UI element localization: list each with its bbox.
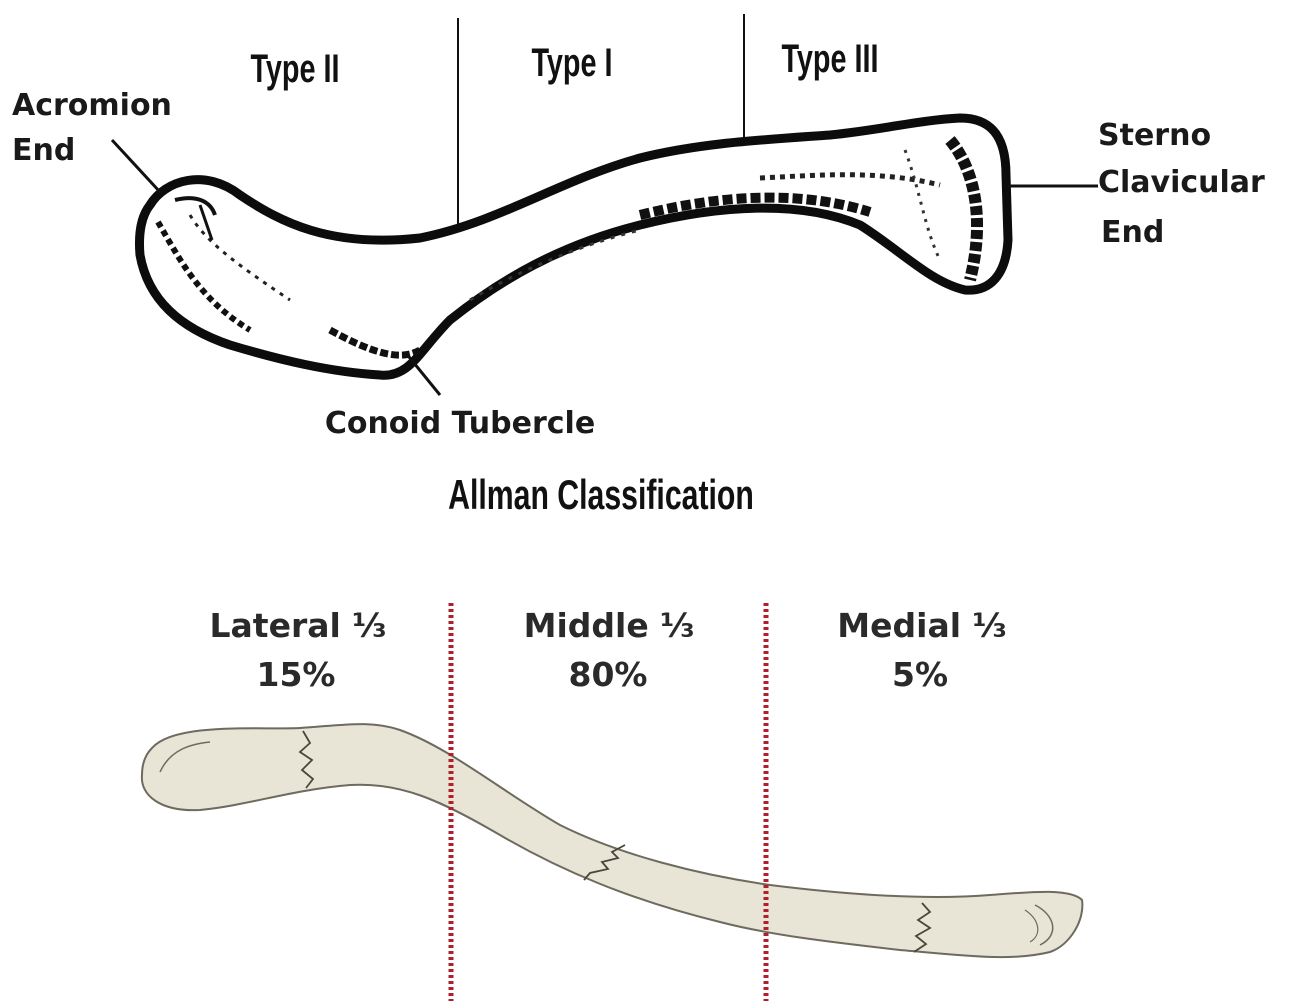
zone-middle-percent: 80% [569,655,648,694]
clavicle-illustration [142,724,1083,957]
type-label-type-ii: Type II [250,46,339,91]
allman-caption: Allman Classification [448,471,754,518]
sterno-label-line-3: End [1101,215,1164,250]
zone-medial-percent: 5% [892,655,948,694]
zone-medial-name: Medial ⅓ [837,606,1006,645]
acromion-label-line-1: Acromion [12,88,172,123]
type-label-type-iii: Type III [781,36,878,81]
acromion-leader [112,140,160,192]
sterno-label-line-1: Sterno [1098,118,1211,153]
type-label-type-i: Type I [531,40,612,85]
zone-middle-name: Middle ⅓ [524,606,695,645]
clavicle-sketch [139,118,1008,375]
zone-lateral-percent: 15% [257,655,336,694]
conoid-leader [405,352,440,395]
conoid-tubercle-label: Conoid Tubercle [325,406,595,441]
allman-diagram: Type II Type I Type III Acromion End Ste… [12,14,1265,518]
sterno-label-line-2: Clavicular [1098,165,1265,200]
acromion-label-line-2: End [12,133,75,168]
fracture-distribution-diagram: Lateral ⅓ 15% Middle ⅓ 80% Medial ⅓ 5% [142,603,1083,1001]
zone-lateral-name: Lateral ⅓ [210,606,387,645]
